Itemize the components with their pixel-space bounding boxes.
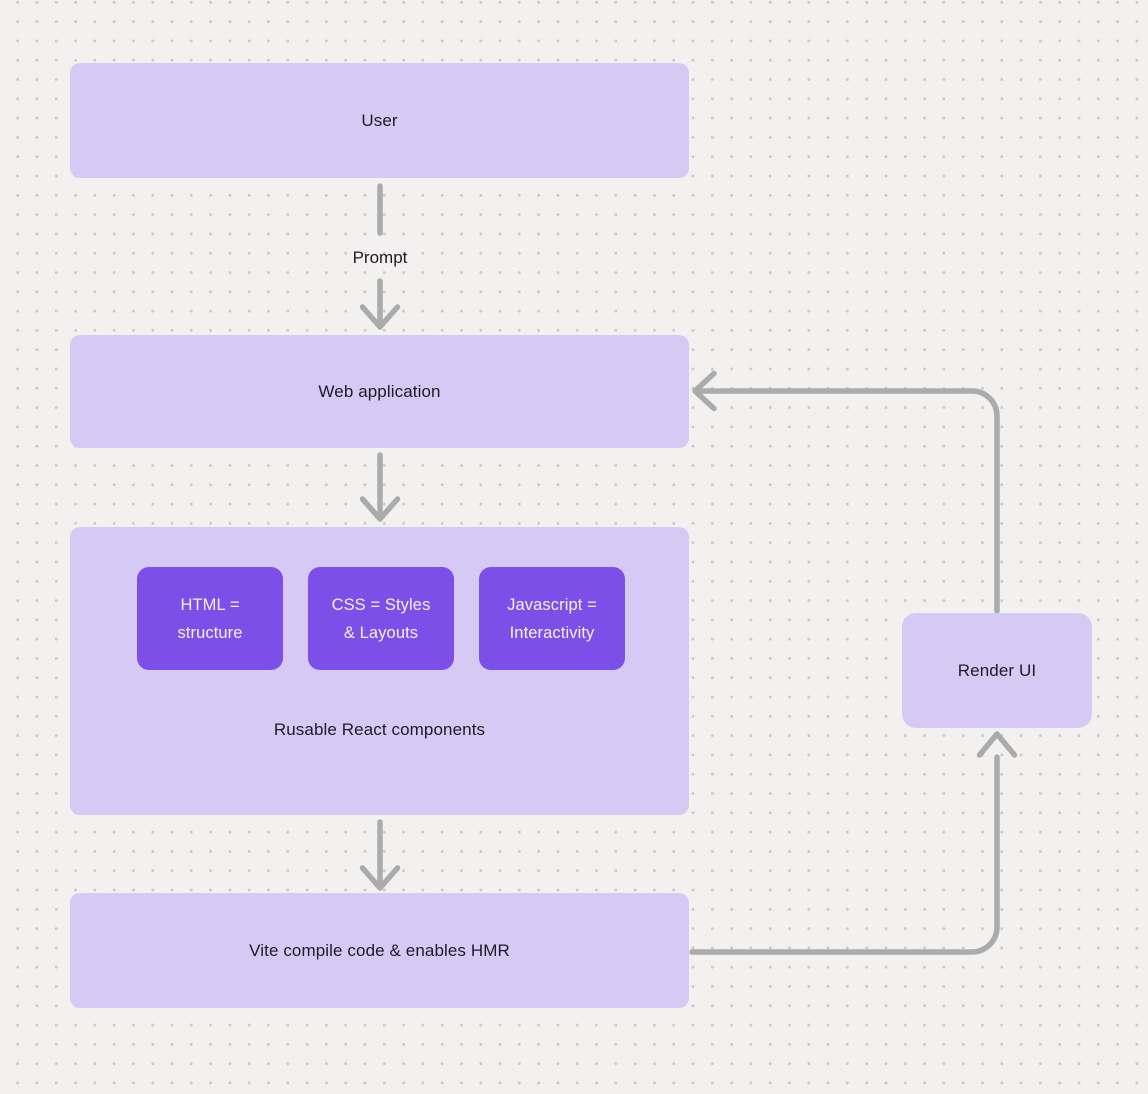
node-render-ui: Render UI (902, 613, 1092, 728)
node-web-application-label: Web application (318, 381, 441, 401)
vite-to-render-arrow (689, 731, 1018, 955)
components-group: HTML = structure CSS = Styles & Layouts … (70, 527, 689, 815)
components-to-vite-arrow (359, 819, 401, 891)
node-user: User (70, 63, 689, 178)
node-render-ui-label: Render UI (957, 660, 1037, 680)
node-web-application: Web application (70, 335, 689, 448)
node-html-chip: HTML = structure (137, 567, 283, 670)
render-to-webapp-arrow (692, 370, 1000, 614)
javascript-chip-line2: Interactivity (509, 623, 595, 642)
node-javascript-chip: Javascript = Interactivity (479, 567, 625, 670)
node-user-label: User (361, 110, 398, 130)
node-vite-label: Vite compile code & enables HMR (249, 940, 510, 960)
css-chip-line1: CSS = Styles (331, 595, 431, 614)
prompt-edge-label: Prompt (352, 248, 408, 267)
html-chip-line1: HTML = (180, 595, 240, 614)
node-vite: Vite compile code & enables HMR (70, 893, 689, 1008)
user-to-webapp-arrow (359, 278, 401, 330)
html-chip-line2: structure (177, 623, 243, 642)
components-group-label: Rusable React components (273, 720, 486, 739)
node-css-chip: CSS = Styles & Layouts (308, 567, 454, 670)
webapp-to-components-arrow (359, 452, 401, 522)
css-chip-line2: & Layouts (343, 623, 419, 642)
javascript-chip-line1: Javascript = (507, 595, 597, 614)
